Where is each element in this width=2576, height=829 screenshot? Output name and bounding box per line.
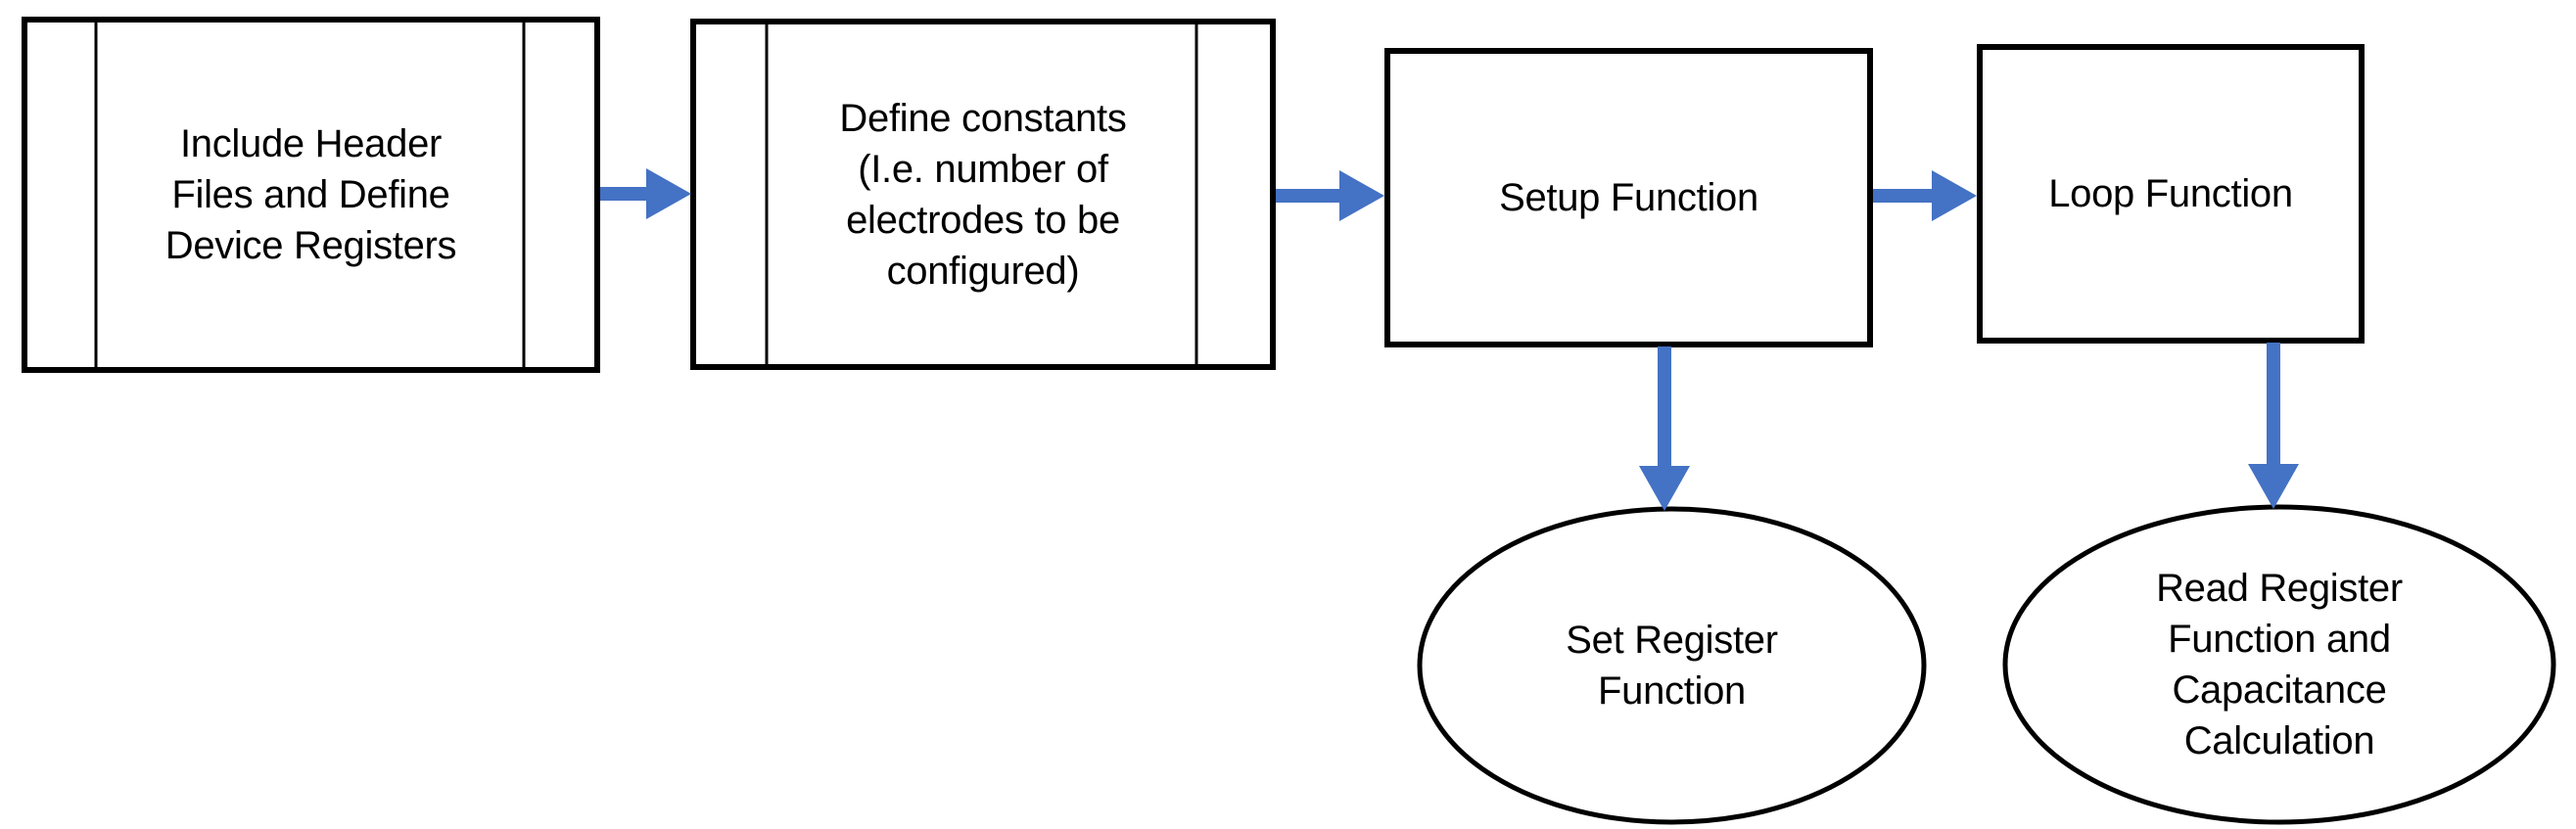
node-shape-read-register-function[interactable] xyxy=(2002,504,2556,825)
node-include-header-files[interactable] xyxy=(24,20,597,370)
node-setup-function[interactable] xyxy=(1387,51,1870,345)
node-define-constants[interactable] xyxy=(693,22,1273,367)
node-set-register-function[interactable] xyxy=(1420,509,1924,822)
connector-edge-define-to-setup xyxy=(1276,170,1384,221)
node-shape-define-constants[interactable] xyxy=(690,19,1276,370)
node-read-register-function[interactable] xyxy=(2005,507,2553,822)
connector-edge-loop-to-read-register xyxy=(2248,343,2299,509)
node-shape-setup-function[interactable] xyxy=(1384,48,1873,347)
node-shape-set-register-function[interactable] xyxy=(1417,506,1927,825)
node-shape-loop-function[interactable] xyxy=(1977,44,2365,344)
connector-edge-setup-to-set-register xyxy=(1639,346,1690,511)
connector-edge-include-to-define xyxy=(600,168,691,219)
connector-edge-setup-to-loop xyxy=(1873,170,1977,221)
node-loop-function[interactable] xyxy=(1980,47,2362,341)
node-shape-include-header-files[interactable] xyxy=(22,17,600,373)
